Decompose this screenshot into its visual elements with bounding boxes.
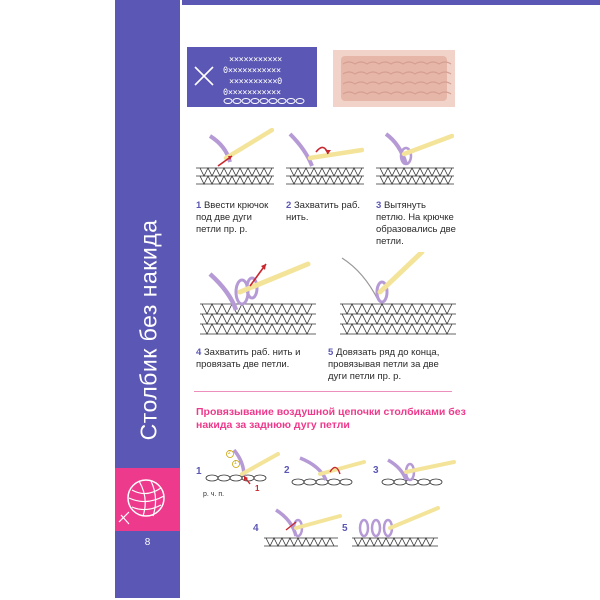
scheme-row: 0×××××××××××: [223, 88, 281, 98]
mini-step-3-illustration: [381, 458, 456, 486]
page-title: Столбик без накида: [135, 219, 162, 441]
mini-step-1-illustration: [205, 448, 280, 485]
arrow-number: 1: [255, 484, 260, 493]
scheme-rows: ××××××××××× 0××××××××××× ××××××××××0 0××…: [223, 55, 282, 99]
knitted-swatch-photo: [333, 50, 455, 107]
mini-step-number: 1: [196, 466, 202, 477]
step-5-caption: 5 Довязать ряд до конца, провязывая петл…: [328, 347, 456, 383]
mini-step-5-illustration: [352, 506, 440, 547]
step-number: 3: [376, 200, 382, 211]
step-text: Захватить раб. нить.: [286, 200, 360, 223]
mini-step-4-illustration: [264, 508, 342, 547]
step-number: 2: [286, 200, 292, 211]
scheme-row: ××××××××××0: [229, 77, 282, 87]
mini-step-number: 2: [284, 465, 290, 476]
step-4-illustration: [200, 261, 316, 335]
step-4-caption: 4 Захватить раб. нить и провязать две пе…: [196, 347, 316, 371]
circled-number: 2: [228, 450, 231, 456]
step-text: Довязать ряд до конца, провязывая петли …: [328, 347, 440, 382]
step-1-illustration: [196, 128, 274, 185]
step-number: 1: [196, 200, 202, 211]
step-text: Захватить раб. нить и провязать две петл…: [196, 347, 301, 370]
mini-step-number: 4: [253, 523, 259, 534]
scheme-box: ××××××××××× 0××××××××××× ××××××××××0 0××…: [187, 47, 317, 107]
mini-step-number: 3: [373, 465, 379, 476]
step-2-caption: 2 Захватить раб. нить.: [286, 200, 362, 224]
header-bar: [182, 0, 600, 5]
yarn-ball-icon: [118, 479, 165, 525]
step-3-caption: 3 Вытянуть петлю. На крючке образовались…: [376, 200, 456, 248]
step-5-illustration: [340, 252, 456, 335]
mini-step-number: 5: [342, 523, 348, 534]
step-number: 5: [328, 347, 334, 358]
page-number: 8: [144, 537, 151, 548]
circled-number: 1: [234, 460, 237, 466]
step-text: Ввести крючок под две дуги петли пр. р.: [196, 200, 269, 235]
sidebar: Столбик без накида 8: [115, 0, 180, 598]
step-2-illustration: [286, 132, 364, 185]
scheme-row: 0×××××××××××: [223, 66, 281, 76]
step-1-caption: 1 Ввести крючок под две дуги петли пр. р…: [196, 200, 274, 236]
step-text: Вытянуть петлю. На крючке образовались д…: [376, 200, 456, 247]
step-3-illustration: [376, 132, 454, 185]
section-divider: [194, 391, 452, 392]
chain-label: р. ч. п.: [203, 491, 225, 498]
step-number: 4: [196, 347, 202, 358]
scheme-row: ×××××××××××: [229, 55, 282, 65]
section-title: Провязывание воздушной цепочки столбикам…: [196, 406, 466, 431]
mini-step-2-illustration: [291, 456, 366, 486]
sidebar-accent: [115, 468, 180, 531]
